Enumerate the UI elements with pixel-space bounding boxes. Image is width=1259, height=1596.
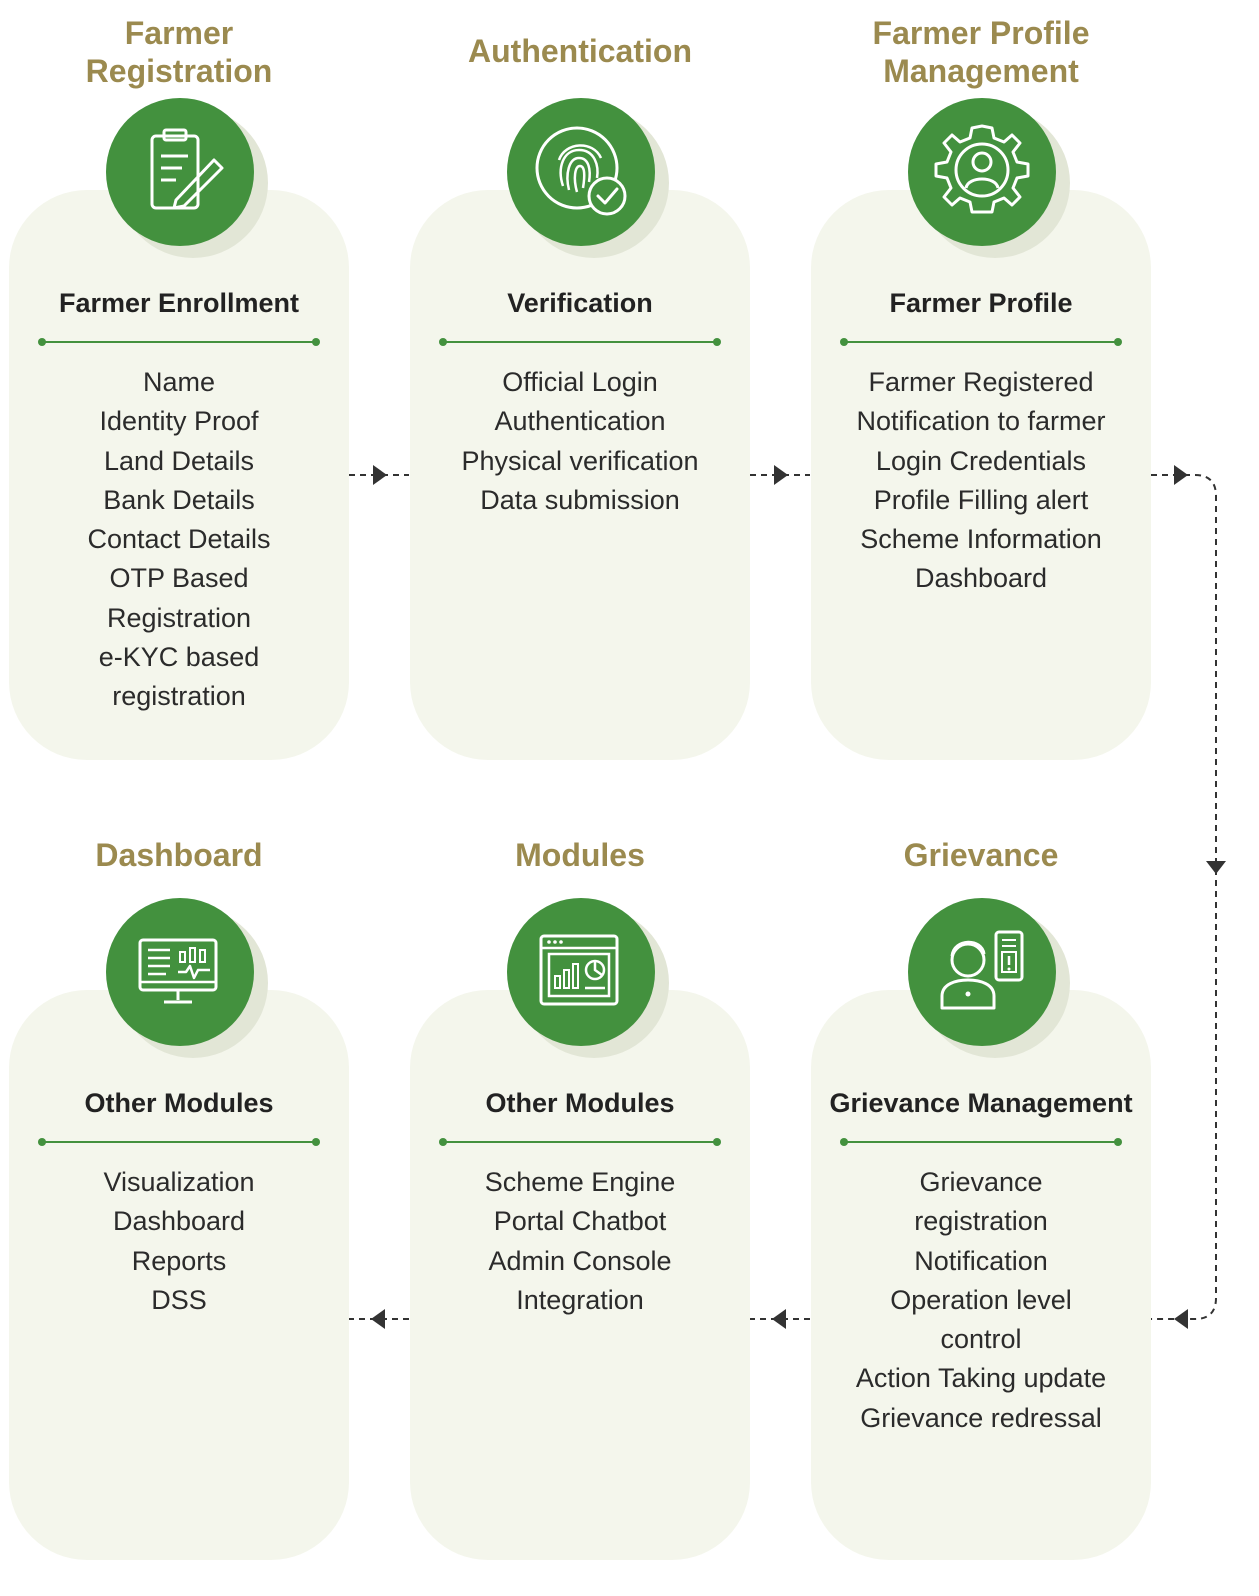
stage-heading-line: Authentication bbox=[468, 33, 692, 69]
card-item: Name bbox=[142, 367, 216, 397]
card-title: Other Modules bbox=[84, 1088, 274, 1118]
card-item: Reports bbox=[131, 1245, 227, 1276]
card-item: control bbox=[940, 1324, 1022, 1355]
stage-icon-badge bbox=[908, 98, 1074, 264]
card-item: Registration bbox=[106, 602, 252, 633]
card-divider bbox=[840, 1138, 1122, 1146]
stage-heading-line: Farmer bbox=[124, 15, 234, 51]
card-title: Grievance Management bbox=[829, 1088, 1133, 1118]
card-item: Scheme Information bbox=[860, 524, 1102, 555]
card-item: Bank Details bbox=[103, 484, 255, 515]
card-item: Scheme Engine bbox=[484, 1167, 676, 1197]
arrow-right-icon bbox=[1174, 465, 1188, 485]
card-item: registration bbox=[112, 681, 246, 712]
card-title: Farmer Profile bbox=[889, 288, 1073, 318]
card-divider bbox=[439, 338, 721, 346]
card-item: Land Details bbox=[103, 445, 255, 476]
stage-icon-badge bbox=[507, 898, 673, 1064]
stage-heading-line: Registration bbox=[85, 53, 273, 89]
card-item: Data submission bbox=[480, 484, 680, 515]
stage-heading-line: Grievance bbox=[903, 837, 1059, 873]
stage-card-modules bbox=[410, 990, 750, 1560]
stage-heading-authentication: Authentication bbox=[410, 32, 750, 70]
stage-icon-badge bbox=[106, 98, 272, 264]
card-item: e-KYC based bbox=[98, 642, 260, 673]
card-item: Login Credentials bbox=[875, 445, 1087, 476]
card-item: Admin Console bbox=[488, 1245, 672, 1276]
stage-icon-badge bbox=[908, 898, 1074, 1064]
card-item: Farmer Registered bbox=[868, 367, 1094, 397]
user-gear-icon bbox=[908, 98, 1056, 246]
card-item: Dashboard bbox=[914, 563, 1048, 594]
arrow-down-icon bbox=[1206, 861, 1226, 874]
card-title: Verification bbox=[507, 288, 653, 318]
stage-card-grievance bbox=[811, 990, 1151, 1560]
card-title: Farmer Enrollment bbox=[58, 288, 300, 318]
stage-heading-modules: Modules bbox=[410, 836, 750, 874]
stage-heading-line: Farmer Profile bbox=[872, 15, 1090, 51]
card-item: Grievance redressal bbox=[860, 1402, 1102, 1433]
card-item: Identity Proof bbox=[99, 406, 259, 437]
card-item: Portal Chatbot bbox=[493, 1206, 667, 1237]
card-item: Integration bbox=[516, 1284, 644, 1315]
arrow-left-icon bbox=[772, 1309, 786, 1329]
arrow-right-icon bbox=[774, 465, 788, 485]
user-alert-icon bbox=[908, 898, 1056, 1046]
fingerprint-check-icon bbox=[507, 98, 655, 246]
card-item: Notification bbox=[914, 1245, 1048, 1276]
card-title: Other Modules bbox=[485, 1088, 675, 1118]
card-divider bbox=[840, 338, 1122, 346]
card-item: Grievance bbox=[919, 1167, 1043, 1197]
card-divider bbox=[38, 1138, 320, 1146]
arrow-right-icon bbox=[373, 465, 387, 485]
card-item: Action Taking update bbox=[855, 1363, 1107, 1394]
stage-card-farmer-profile-management bbox=[811, 190, 1151, 760]
card-item: Profile Filling alert bbox=[873, 484, 1089, 515]
card-item: OTP Based bbox=[109, 563, 249, 594]
card-item: Dashboard bbox=[112, 1206, 246, 1237]
arrow-left-icon bbox=[1174, 1309, 1188, 1329]
stage-heading-line: Dashboard bbox=[95, 837, 263, 873]
browser-charts-icon bbox=[507, 898, 655, 1046]
card-item: registration bbox=[914, 1206, 1048, 1237]
card-divider bbox=[439, 1138, 721, 1146]
stage-heading-line: Management bbox=[883, 53, 1079, 89]
stage-heading-dashboard: Dashboard bbox=[9, 836, 349, 874]
stage-icon-badge bbox=[507, 98, 673, 264]
arrow-left-icon bbox=[371, 1309, 385, 1329]
clipboard-pen-icon bbox=[106, 98, 254, 246]
card-item: DSS bbox=[151, 1284, 207, 1315]
stage-card-dashboard bbox=[9, 990, 349, 1560]
stage-card-authentication bbox=[410, 190, 750, 760]
stage-heading-line: Modules bbox=[515, 837, 645, 873]
card-item: Visualization bbox=[103, 1167, 255, 1197]
stage-heading-grievance: Grievance bbox=[811, 836, 1151, 874]
stage-card-farmer-registration bbox=[9, 190, 349, 760]
card-item: Contact Details bbox=[87, 524, 271, 555]
card-item: Physical verification bbox=[461, 445, 699, 476]
card-item: Authentication bbox=[494, 406, 666, 437]
connector-loop bbox=[1151, 474, 1217, 1320]
card-divider bbox=[38, 338, 320, 346]
stage-icon-badge bbox=[106, 898, 272, 1064]
card-item: Notification to farmer bbox=[856, 406, 1106, 437]
card-item: Official Login bbox=[502, 367, 658, 397]
monitor-analytics-icon bbox=[106, 898, 254, 1046]
card-item: Operation level bbox=[890, 1284, 1072, 1315]
